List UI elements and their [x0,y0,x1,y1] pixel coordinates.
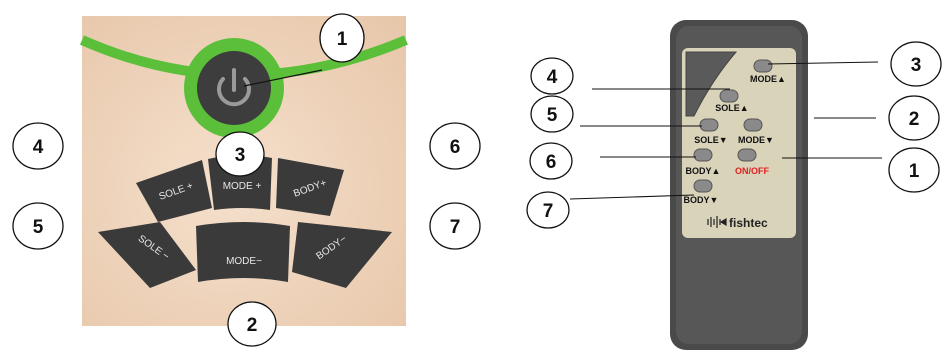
remote-callout-6: 6 [529,142,573,180]
svg-text:2: 2 [909,109,920,130]
remote-mode-down-button[interactable] [743,118,763,132]
remote-mode-up-button[interactable] [753,59,773,73]
remote-onoff-button[interactable] [737,148,757,162]
sole-plus-button[interactable] [136,160,212,222]
remote-body-down-button[interactable] [693,179,713,193]
control-panel: SOLE + MODE + BODY+ SOLE − MODE− BODY− [79,16,408,326]
remote-callout-4: 4 [530,57,574,95]
remote-body-up-label: BODY▲ [686,166,721,176]
remote-callout-1: 1 [888,147,940,193]
remote-brand: fishtec [729,216,768,230]
mode-plus-label: MODE + [223,181,262,192]
remote-sole-up-button[interactable] [719,89,739,103]
svg-text:6: 6 [450,137,461,158]
callout-3: 3 [215,131,265,177]
callout-6: 6 [429,122,481,170]
remote-mode-down-label: MODE▼ [738,135,774,145]
svg-text:5: 5 [547,105,558,126]
remote-window [685,51,738,117]
callout-2: 2 [227,301,277,347]
svg-text:4: 4 [33,137,44,158]
remote-callouts: 3 4 5 2 6 1 7 [526,41,942,229]
remote-body-up-button[interactable] [693,148,713,162]
svg-text:5: 5 [33,217,44,238]
remote-leaders [569,61,882,200]
svg-text:3: 3 [911,55,922,76]
callout-7: 7 [429,202,481,250]
svg-text:7: 7 [543,201,554,222]
svg-text:1: 1 [337,29,348,50]
mode-minus-button[interactable] [196,222,290,282]
svg-text:7: 7 [450,217,461,238]
power-icon [217,68,251,107]
body-plus-button[interactable] [276,158,344,216]
callout-1: 1 [319,13,365,63]
svg-text:3: 3 [235,145,246,166]
remote-sole-down-button[interactable] [699,118,719,132]
svg-text:1: 1 [909,161,920,182]
remote-control: MODE▲ SOLE▲ SOLE▼ MODE▼ BODY▲ ON/OFF BOD… [670,20,808,350]
power-button[interactable] [184,38,284,138]
callout-1-leader [243,69,323,87]
svg-text:6: 6 [546,152,557,173]
remote-callout-7: 7 [526,191,570,229]
panel-callouts: 1 2 3 4 5 6 7 [12,13,481,347]
remote-mode-up-label: MODE▲ [750,74,786,84]
mode-minus-label: MODE− [226,256,262,267]
sole-minus-button[interactable] [98,222,196,288]
remote-callout-5: 5 [530,95,574,133]
svg-text:2: 2 [247,315,258,336]
remote-onoff-label: ON/OFF [735,166,769,176]
callout-4: 4 [12,122,64,170]
callout-5: 5 [12,202,64,250]
remote-callout-3: 3 [890,41,942,87]
remote-sole-up-label: SOLE▲ [715,103,748,113]
remote-sole-down-label: SOLE▼ [694,135,727,145]
remote-body-down-label: BODY▼ [684,195,719,205]
body-minus-button[interactable] [292,222,392,288]
remote-callout-2: 2 [888,95,940,141]
fishtec-logo-icon [707,216,727,228]
svg-text:4: 4 [547,67,558,88]
